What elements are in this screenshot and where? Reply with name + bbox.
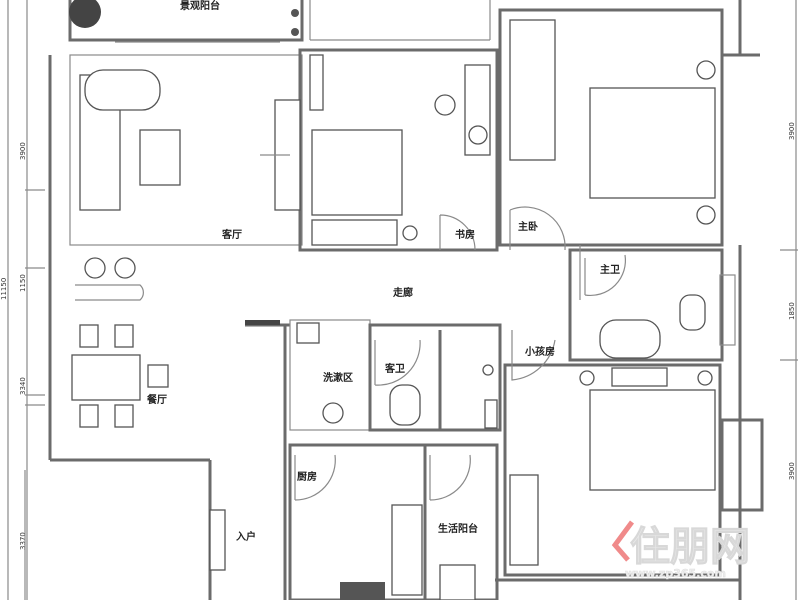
dim-left-1: 3900 xyxy=(19,142,27,160)
watermark-logo-icon xyxy=(611,520,635,562)
room-label-kitchen: 厨房 xyxy=(297,470,317,483)
room-label-kids-room: 小孩房 xyxy=(524,345,555,358)
furniture xyxy=(69,0,716,600)
kitchen-counter-icon xyxy=(391,504,423,596)
room-label-guest-bath: 客卫 xyxy=(384,362,405,375)
room-label-wash-area: 洗漱区 xyxy=(323,371,353,384)
room-label-master-bedroom: 主卧 xyxy=(518,220,538,233)
room-label-living-room: 客厅 xyxy=(221,228,242,241)
room-label-master-bath: 主卫 xyxy=(600,263,620,276)
room-label-study: 书房 xyxy=(455,228,475,241)
dim-right-1: 3900 xyxy=(788,122,796,140)
room-label-entrance: 入户 xyxy=(236,530,256,543)
dim-left-total: 11150 xyxy=(0,278,8,300)
dim-right-3: 3900 xyxy=(788,462,796,480)
watermark-logo: 住朋网 xyxy=(630,524,750,570)
walls xyxy=(24,0,764,600)
dim-left-3: 3340 xyxy=(19,377,27,395)
washing-machine-icon xyxy=(439,564,476,600)
dim-left-4: 3370 xyxy=(19,532,27,550)
bed-icon xyxy=(311,129,403,216)
plant-icon xyxy=(69,0,101,28)
coffee-table-icon xyxy=(139,129,181,186)
dim-right-2: 1850 xyxy=(788,302,796,320)
room-label-balcony-landscape: 景观阳台 xyxy=(180,0,220,12)
wardrobe-icon xyxy=(509,19,556,161)
watermark: 住朋网 www.zp365.com xyxy=(611,520,751,580)
kids-wardrobe-icon xyxy=(509,474,539,566)
toilet-icon xyxy=(389,384,421,426)
kids-bed-icon xyxy=(589,389,716,491)
dim-left-2: 1150 xyxy=(19,274,27,292)
room-label-corridor: 走廊 xyxy=(392,286,413,299)
room-label-utility-balcony: 生活阳台 xyxy=(438,522,478,535)
washbasin-icon xyxy=(322,402,344,424)
dining-table-icon xyxy=(71,354,141,401)
master-bed-icon xyxy=(589,87,716,199)
watermark-url: www.zp365.com xyxy=(625,567,726,580)
room-label-dining-room: 餐厅 xyxy=(146,393,167,406)
dimension-lines xyxy=(7,0,798,600)
